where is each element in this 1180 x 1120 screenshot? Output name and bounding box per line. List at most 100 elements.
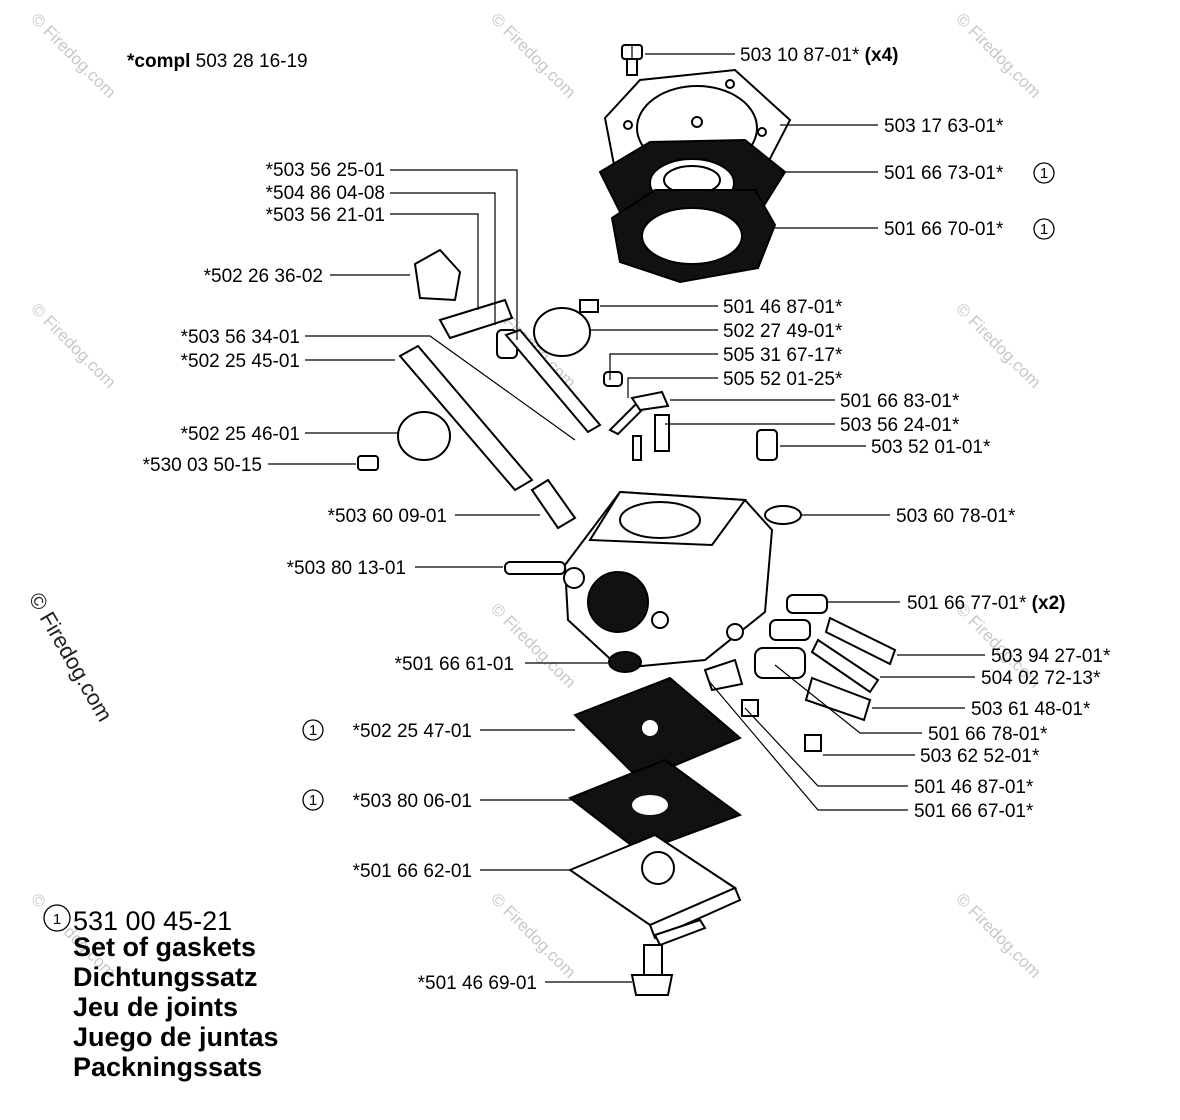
callout-label: 501 66 73-01* (884, 163, 1004, 184)
callout-label: 501 46 87-01* (723, 297, 843, 318)
valve-screw (579, 299, 599, 313)
callout-label: *501 66 61-01 (395, 654, 514, 675)
callout-label: *504 86 04-08 (266, 183, 385, 204)
callout-label: 501 46 87-01* (914, 777, 1034, 798)
pump-gasket (610, 189, 777, 284)
callout-label: 502 27 49-01* (723, 321, 843, 342)
metering-arm (630, 390, 670, 412)
callout-label: 503 17 63-01* (884, 116, 1004, 137)
watermark: © Firedog.com (487, 889, 579, 981)
bracket-screw (741, 699, 759, 717)
gasket-mark: 1 (1033, 162, 1055, 184)
callout-label: 503 62 52-01* (920, 746, 1040, 767)
callout-label: *502 25 46-01 (181, 424, 300, 445)
cover-screw (630, 944, 674, 996)
callout-label: *503 56 21-01 (266, 205, 385, 226)
callout-label: 503 56 24-01* (840, 415, 960, 436)
callout-label: 503 10 87-01* (x4) (740, 45, 898, 66)
callout-label: 503 60 78-01* (896, 506, 1016, 527)
metering-spring (654, 414, 670, 452)
svg-text:*502 25 47-01: *502 25 47-01 (353, 721, 472, 742)
callout-label: *502 26 36-02 (204, 266, 323, 287)
leader-lines (268, 53, 985, 983)
callout-label: *530 03 50-15 (143, 455, 262, 476)
fuel-inlet-nipple (504, 561, 566, 575)
svg-text:1: 1 (309, 722, 317, 739)
watermark: © Firedog.com (487, 599, 579, 691)
watermark: © Firedog.com (952, 299, 1044, 391)
gasket-mark (302, 719, 324, 741)
compl-prefix: *compl (127, 51, 190, 72)
svg-text:1: 1 (1040, 221, 1048, 238)
compl-number: 503 28 16-19 (196, 51, 308, 72)
callout-label: *503 56 34-01 (181, 327, 300, 348)
callout-label: 501 66 67-01* (914, 801, 1034, 822)
fuel-bracket (703, 658, 744, 692)
fuel-screen (608, 651, 642, 673)
callout-label: 503 52 01-01* (871, 437, 991, 458)
throttle-shaft (504, 328, 602, 434)
svg-text:1: 1 (309, 792, 317, 809)
compl-label: *compl 503 28 16-19 (127, 51, 308, 72)
top-screw (621, 44, 643, 76)
high-speed-needle (824, 616, 897, 666)
legend-line: Jeu de joints (73, 992, 238, 1022)
lever-bracket (413, 248, 462, 302)
legend-line: Juego de juntas (73, 1022, 279, 1052)
callout-label: *503 56 25-01 (266, 160, 385, 181)
callout-label: 505 31 67-17* (723, 345, 843, 366)
watermarks: © Firedog.com © Firedog.com © Firedog.co… (24, 9, 1045, 981)
gasket-set-legend: 1 531 00 45-21 Set of gaskets Dichtungss… (43, 904, 279, 1082)
callout-label: 501 66 78-01* (928, 724, 1048, 745)
throttle-valve (533, 307, 591, 357)
plug-disc (764, 505, 802, 525)
gasket-mark (302, 789, 324, 811)
gasket-mark (43, 904, 71, 932)
callout-label: 1 *502 25 47-01 (302, 719, 472, 742)
callout-label: *503 60 09-01 (328, 506, 447, 527)
idle-screw (804, 676, 872, 722)
needle-spring-2 (769, 619, 811, 641)
welch-plug (756, 429, 778, 461)
choke-shaft (398, 344, 534, 492)
callout-labels: 503 10 87-01* (x4) 503 17 63-01* 501 66 … (143, 45, 1111, 994)
inlet-needle (603, 371, 623, 387)
watermark: © Firedog.com (952, 889, 1044, 981)
callout-label: 501 66 83-01* (840, 391, 960, 412)
callout-label: *501 46 69-01 (418, 973, 537, 994)
callout-label: 503 94 27-01* (991, 646, 1111, 667)
needle-spring (786, 594, 828, 614)
svg-text:1: 1 (53, 911, 61, 928)
watermark: © Firedog.com (487, 9, 579, 101)
carburetor-body (504, 490, 774, 670)
legend-line: Set of gaskets (73, 932, 256, 962)
low-speed-needle (810, 638, 880, 694)
metering-cover (567, 833, 742, 947)
choke-valve (397, 411, 451, 461)
watermark: © Firedog.com (27, 9, 119, 101)
legend-number: 531 00 45-21 (73, 906, 232, 936)
callout-label: *502 25 45-01 (181, 351, 300, 372)
callout-label: 503 61 48-01* (971, 699, 1091, 720)
watermark: © Firedog.com (952, 9, 1044, 101)
callout-label: 504 02 72-13* (981, 668, 1101, 689)
parts-drawing (357, 44, 897, 996)
callout-label: *503 80 13-01 (287, 558, 406, 579)
small-screw (804, 734, 822, 752)
gasket-mark: 1 (1033, 218, 1055, 240)
callout-label: 501 66 77-01* (x2) (907, 593, 1065, 614)
watermark: © Firedog.com (27, 299, 119, 391)
svg-text:1: 1 (1040, 165, 1048, 182)
metering-lever (438, 298, 514, 340)
choke-screw (357, 455, 379, 471)
callout-label: *501 66 62-01 (353, 861, 472, 882)
svg-text:*503 80 06-01: *503 80 06-01 (353, 791, 472, 812)
legend-line: Packningssats (73, 1052, 262, 1082)
choke-spring (530, 478, 577, 530)
watermark-side: © Firedog.com (24, 588, 118, 726)
idle-spring (754, 647, 806, 679)
needle-valve (632, 435, 642, 461)
callout-label: 505 52 01-25* (723, 369, 843, 390)
callout-label: 501 66 70-01* (884, 219, 1004, 240)
